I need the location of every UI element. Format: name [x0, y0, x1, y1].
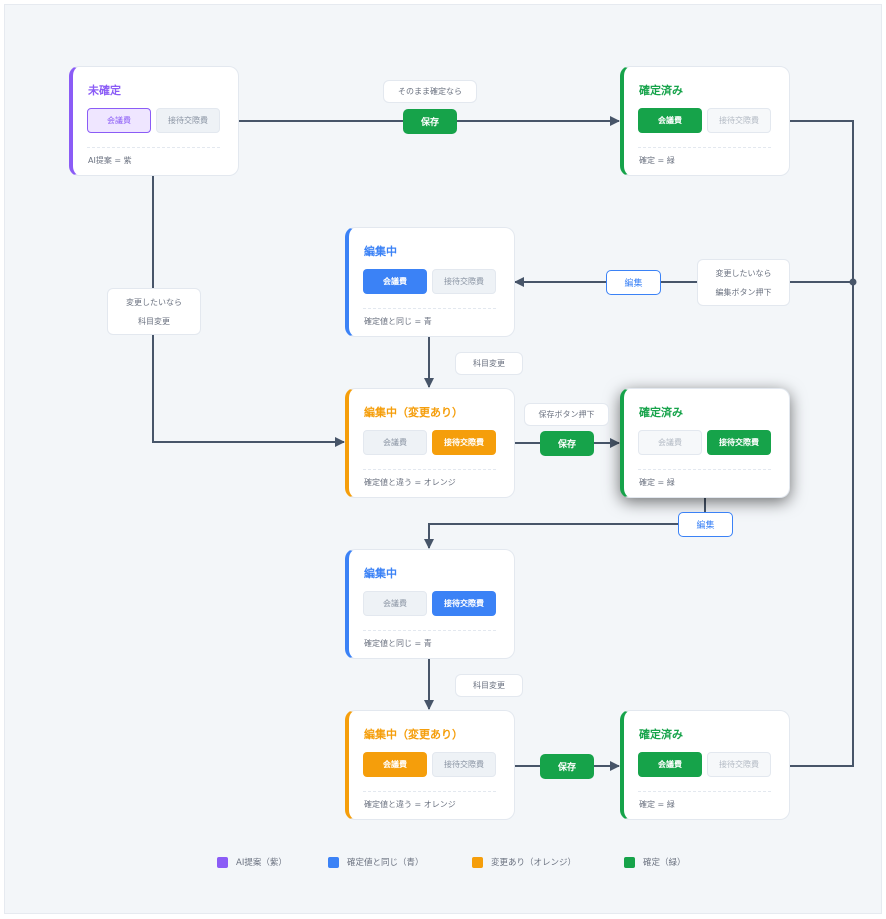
card-footer: 確定値と同じ = 青	[364, 317, 432, 326]
save-button[interactable]: 保存	[403, 109, 457, 134]
chip-meeting[interactable]: 会議費	[363, 591, 427, 616]
legend-swatch	[624, 856, 635, 868]
edit-button[interactable]: 編集	[606, 270, 661, 295]
chip-entertainment[interactable]: 接待交際費	[432, 269, 496, 294]
card-footer: 確定 = 緑	[639, 156, 675, 165]
card-editing-changed-2: 編集中（変更あり） 会議費 接待交際費 確定値と違う = オレンジ	[345, 710, 515, 820]
card-title: 編集中	[364, 245, 397, 258]
divider	[638, 791, 771, 792]
card-title: 確定済み	[639, 728, 683, 741]
chip-meeting[interactable]: 会議費	[363, 430, 427, 455]
label-as-is: そのまま確定なら	[383, 80, 477, 103]
legend-label: AI提案（紫）	[236, 858, 287, 868]
legend-swatch	[217, 856, 228, 868]
chip-meeting[interactable]: 会議費	[638, 108, 702, 133]
label-text: 科目変更	[473, 681, 505, 690]
divider	[638, 147, 771, 148]
label-text: 科目変更	[473, 359, 505, 368]
save-button[interactable]: 保存	[540, 431, 594, 456]
divider	[363, 469, 496, 470]
divider	[87, 147, 220, 148]
card-editing-changed: 編集中（変更あり） 会議費 接待交際費 確定値と違う = オレンジ	[345, 388, 515, 498]
legend-label: 確定値と同じ（青）	[347, 858, 424, 868]
legend-item-same: 確定値と同じ（青）	[328, 856, 424, 868]
legend-swatch	[328, 856, 339, 868]
chip-entertainment[interactable]: 接待交際費	[707, 108, 771, 133]
label-text: そのまま確定なら	[398, 87, 462, 96]
card-confirmed-3: 確定済み 会議費 接待交際費 確定 = 緑	[620, 710, 790, 820]
card-title: 確定済み	[639, 406, 683, 419]
card-confirmed-highlighted: 確定済み 会議費 接待交際費 確定 = 緑	[620, 388, 790, 498]
legend-label: 変更あり（オレンジ）	[491, 858, 577, 868]
card-unconfirmed: 未確定 会議費 接待交際費 AI提案 = 紫	[69, 66, 239, 176]
legend-label: 確定（緑）	[643, 858, 686, 868]
edge-confirmed-to-editing2	[424, 498, 706, 549]
junction-dot	[849, 278, 857, 286]
label-text: 編集ボタン押下	[715, 287, 772, 297]
chip-entertainment[interactable]: 接待交際費	[432, 591, 496, 616]
card-footer: 確定値と違う = オレンジ	[364, 800, 456, 809]
legend-item-confirmed: 確定（緑）	[624, 856, 686, 868]
label-text: 変更したいなら	[715, 268, 772, 278]
divider	[363, 308, 496, 309]
label-change-subject: 変更したいなら科目変更	[107, 288, 201, 335]
card-footer: 確定値と同じ = 青	[364, 639, 432, 648]
edge-confirmed-bus	[790, 120, 854, 767]
label-text: 変更したいなら	[126, 297, 182, 307]
chip-meeting[interactable]: 会議費	[363, 269, 427, 294]
legend-swatch	[472, 856, 483, 868]
label-save-press: 保存ボタン押下	[524, 403, 609, 426]
label-text: 保存ボタン押下	[538, 410, 595, 419]
divider	[363, 630, 496, 631]
legend-item-changed: 変更あり（オレンジ）	[472, 856, 576, 868]
chip-entertainment[interactable]: 接待交際費	[707, 752, 771, 777]
card-footer: AI提案 = 紫	[88, 156, 132, 165]
label-subject-change: 科目変更	[455, 352, 523, 375]
card-title: 確定済み	[639, 84, 683, 97]
chip-entertainment[interactable]: 接待交際費	[707, 430, 771, 455]
label-subject-change-2: 科目変更	[455, 674, 523, 697]
card-footer: 確定値と違う = オレンジ	[364, 478, 456, 487]
label-text: 科目変更	[138, 316, 170, 326]
card-title: 編集中（変更あり）	[364, 728, 463, 741]
legend-item-ai: AI提案（紫）	[217, 856, 287, 868]
card-footer: 確定 = 緑	[639, 478, 675, 487]
save-button[interactable]: 保存	[540, 754, 594, 779]
divider	[638, 469, 771, 470]
card-editing-2: 編集中 会議費 接待交際費 確定値と同じ = 青	[345, 549, 515, 659]
chip-entertainment[interactable]: 接待交際費	[432, 752, 496, 777]
chip-meeting[interactable]: 会議費	[638, 752, 702, 777]
card-title: 編集中	[364, 567, 397, 580]
card-footer: 確定 = 緑	[639, 800, 675, 809]
card-title: 編集中（変更あり）	[364, 406, 463, 419]
chip-meeting[interactable]: 会議費	[87, 108, 151, 133]
edit-button[interactable]: 編集	[678, 512, 733, 537]
divider	[363, 791, 496, 792]
chip-meeting[interactable]: 会議費	[363, 752, 427, 777]
chip-entertainment[interactable]: 接待交際費	[156, 108, 220, 133]
card-title: 未確定	[88, 84, 121, 97]
edge-unconfirmed-to-editing-changed	[152, 176, 345, 447]
card-editing: 編集中 会議費 接待交際費 確定値と同じ = 青	[345, 227, 515, 337]
label-press-edit: 変更したいなら編集ボタン押下	[697, 259, 790, 306]
chip-meeting[interactable]: 会議費	[638, 430, 702, 455]
card-confirmed: 確定済み 会議費 接待交際費 確定 = 緑	[620, 66, 790, 176]
chip-entertainment[interactable]: 接待交際費	[432, 430, 496, 455]
